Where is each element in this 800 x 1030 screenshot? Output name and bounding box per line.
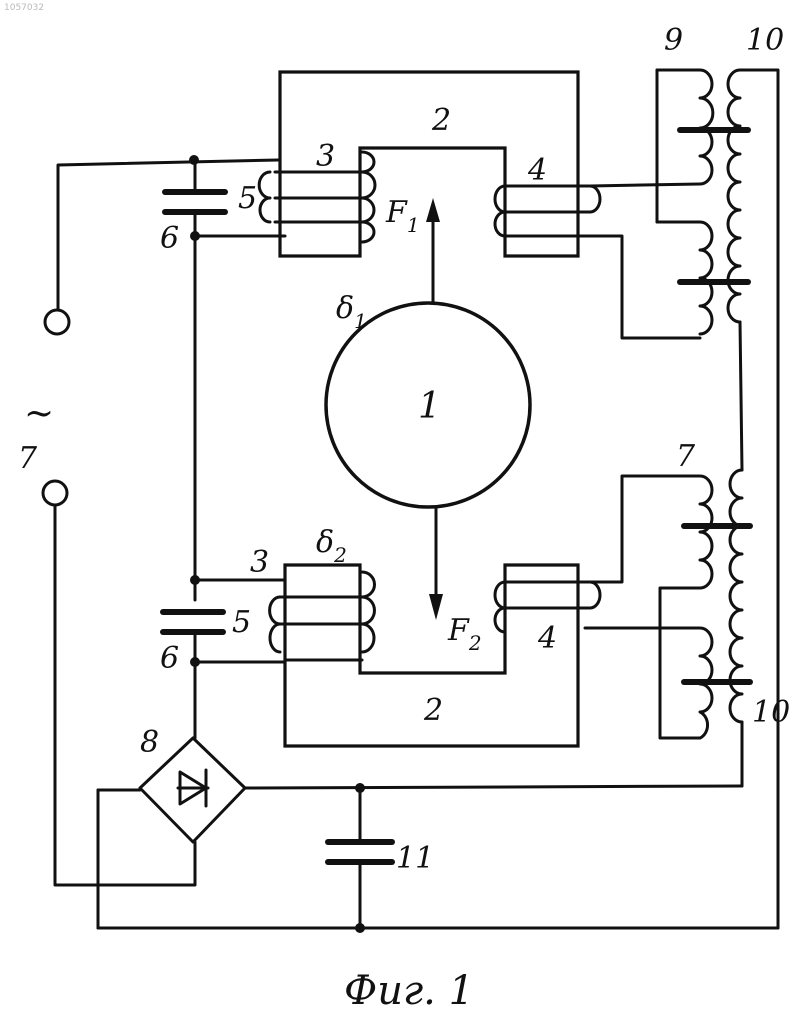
- figure-caption: Фиг. 1: [344, 968, 474, 1014]
- label-force-top: F1: [385, 195, 420, 237]
- label-winding3-bottom: 3: [250, 545, 269, 580]
- label-cap6-top: 6: [160, 221, 179, 256]
- label-winding4-top: 4: [527, 153, 547, 188]
- label-force-bottom: F2: [447, 613, 482, 655]
- force-arrow-up: [426, 198, 440, 302]
- label-transformer-10-top: 10: [746, 23, 784, 58]
- label-core-top: 2: [431, 103, 451, 138]
- label-winding5-top: 5: [238, 181, 257, 216]
- junction-dot: [355, 783, 365, 793]
- label-winding3-top: 3: [316, 139, 335, 174]
- supply-terminal-top: [45, 310, 69, 334]
- label-supply: 7: [18, 441, 38, 476]
- filter-capacitor: [328, 788, 392, 928]
- supply-terminal-bottom: [43, 481, 67, 505]
- document-number: 1057032: [4, 3, 44, 13]
- left-bus: [55, 160, 285, 885]
- label-winding4-bottom: 4: [537, 621, 557, 656]
- label-winding5-bottom: 5: [232, 605, 251, 640]
- upper-transformer: [585, 70, 748, 470]
- right-frame-wire: [740, 70, 778, 928]
- label-cap6-bottom: 6: [160, 641, 179, 676]
- label-filter-capacitor: 11: [396, 841, 434, 876]
- ac-symbol: ~: [24, 393, 54, 434]
- lower-transformer: [585, 470, 750, 786]
- label-gap-top: δ1: [336, 291, 367, 333]
- label-transformer-10-bottom: 10: [752, 695, 790, 730]
- rectifier-bridge: [98, 738, 742, 928]
- junction-dot: [190, 575, 200, 585]
- junction-dot: [189, 155, 199, 165]
- junction-dot: [190, 657, 200, 667]
- label-core-bottom: 2: [423, 693, 443, 728]
- label-transformer-9: 9: [664, 23, 683, 58]
- force-arrow-down: [429, 508, 443, 620]
- label-rotor: 1: [418, 386, 441, 427]
- junction-dot: [190, 231, 200, 241]
- label-gap-bottom: δ2: [316, 525, 347, 567]
- label-rectifier: 8: [140, 725, 159, 760]
- upper-right-winding: [495, 186, 600, 236]
- label-transformer-7: 7: [676, 439, 696, 474]
